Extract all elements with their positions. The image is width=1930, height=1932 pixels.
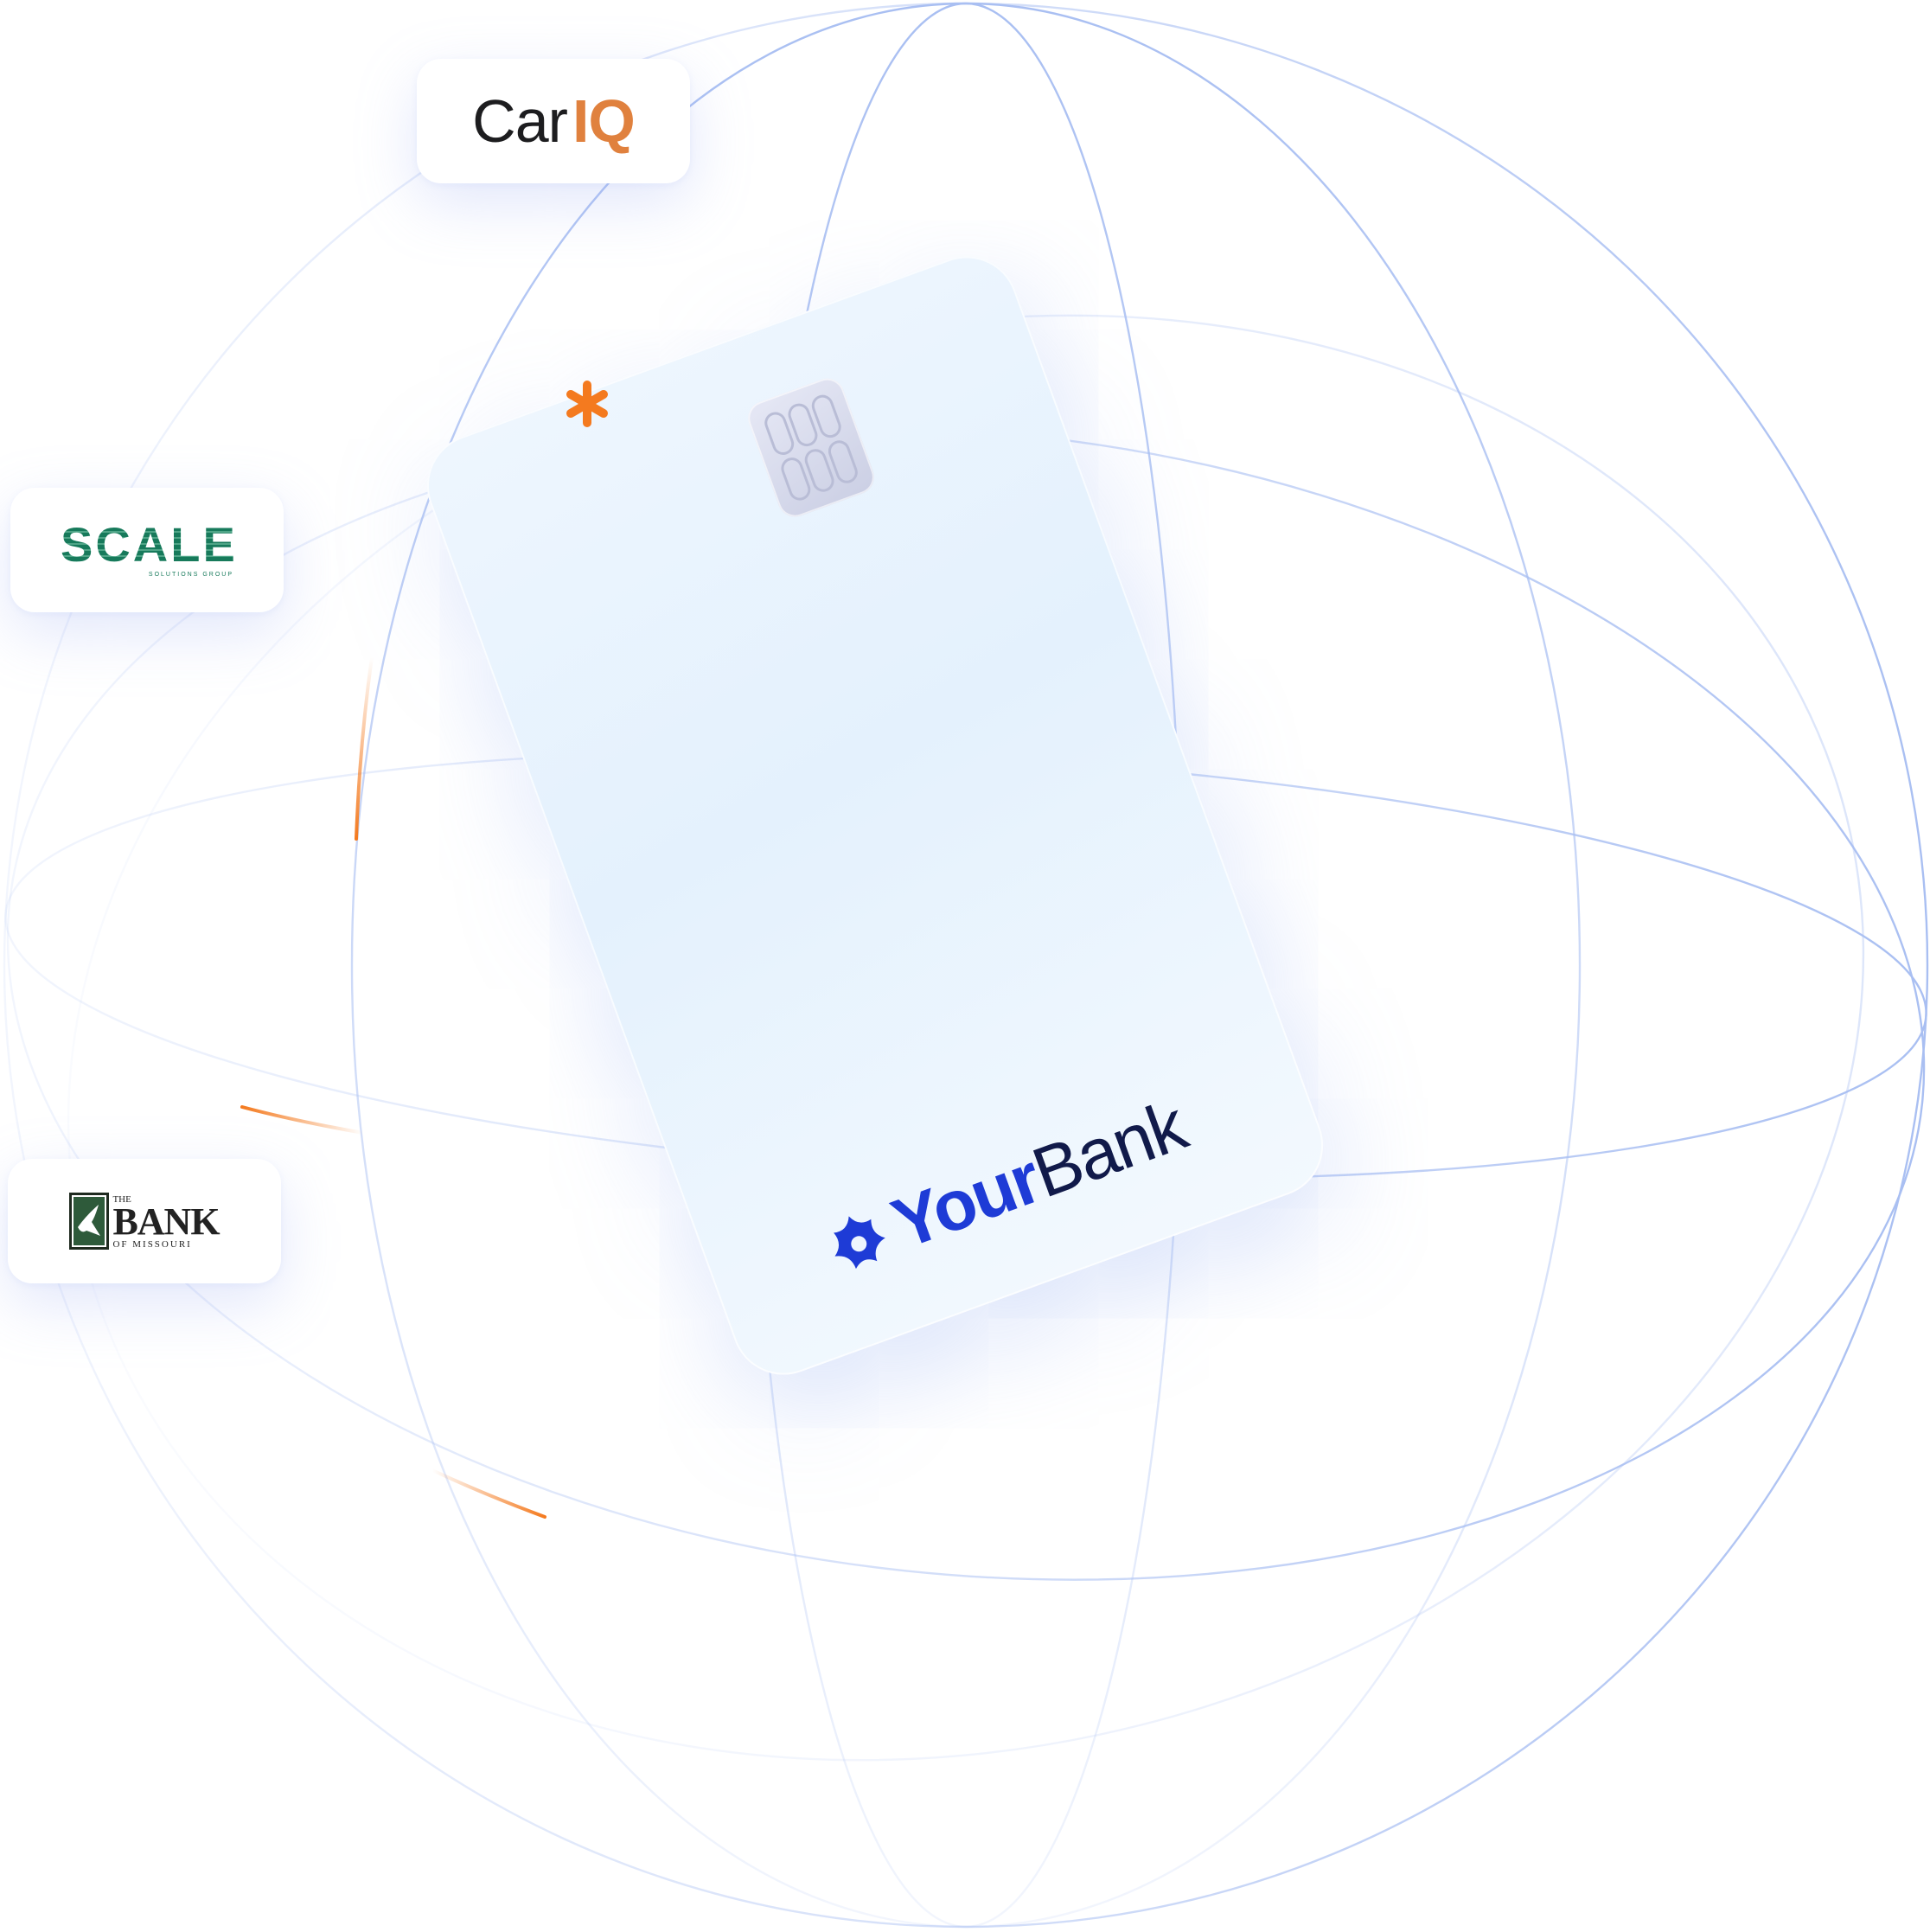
brand-bank-text: Bank (1022, 1085, 1196, 1213)
bank-of-missouri-logo: THE BANK OF MISSOURI (69, 1193, 220, 1250)
bank-of-missouri-logo-card: THE BANK OF MISSOURI (8, 1159, 281, 1283)
cariq-logo-card: CarIQ (417, 59, 690, 183)
brand-your-text: Your (882, 1139, 1051, 1264)
yourbank-star-icon (834, 1216, 885, 1270)
scale-tagline: SOLUTIONS GROUP (148, 572, 233, 578)
scale-name: SCALE (61, 517, 238, 572)
scale-logo: SCALE SOLUTIONS GROUP (61, 517, 238, 579)
scale-logo-card: SCALE SOLUTIONS GROUP (10, 488, 284, 612)
bank-eagle-icon (69, 1193, 110, 1250)
cariq-logo: CarIQ (472, 86, 636, 156)
cariq-car-text: Car (472, 87, 568, 155)
yourbank-logo: YourBank (819, 1086, 1195, 1285)
bank-the-text: THE (112, 1194, 131, 1205)
bank-location-text: OF MISSOURI (112, 1239, 192, 1250)
emv-chip-icon (743, 374, 879, 522)
bank-name-text: BANK (112, 1200, 220, 1243)
credit-card: YourBank (412, 241, 1338, 1390)
cariq-iq-text: IQ (572, 87, 636, 155)
orange-asterisk-icon (566, 381, 608, 427)
